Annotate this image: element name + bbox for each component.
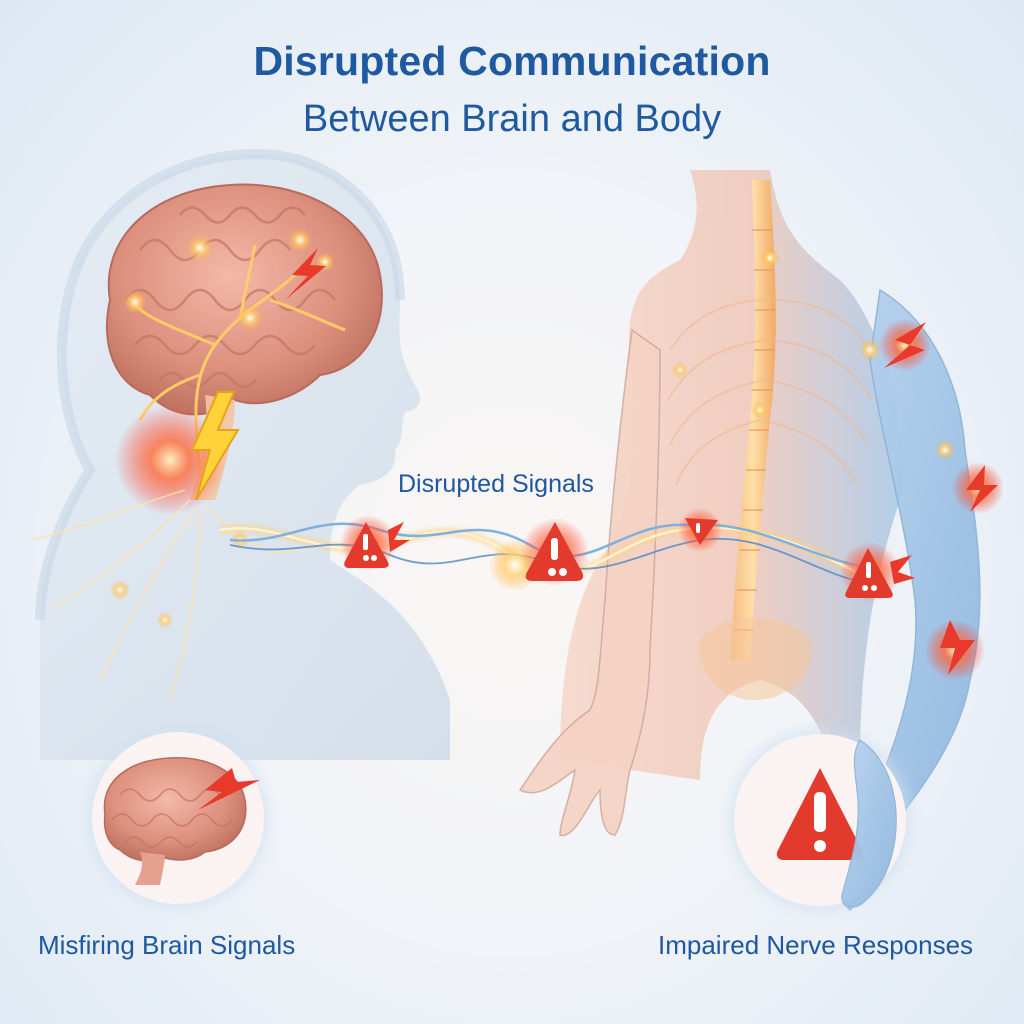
disrupted-signals-label: Disrupted Signals: [398, 470, 594, 498]
nerve-badge: [728, 728, 912, 912]
lightning-icon: [940, 620, 975, 675]
warning-marker: [840, 542, 915, 602]
lightning-bolt-icon: [190, 391, 240, 501]
page-subtitle: Between Brain and Body: [302, 98, 722, 140]
impaired-nerve-responses-label: Impaired Nerve Responses: [658, 930, 974, 960]
warning-marker: [678, 508, 722, 552]
warning-marker: [521, 518, 589, 586]
nerve-branches-left: [29, 489, 301, 701]
arm-lightning-markers: [879, 319, 1004, 680]
brain-badge: [86, 726, 270, 910]
signal-burst: [115, 405, 225, 515]
warning-marker: [340, 515, 410, 571]
lightning-icon: [966, 465, 998, 512]
lightning-icon: [285, 248, 326, 300]
warning-triangle-icon: [776, 768, 864, 860]
page-title: Disrupted Communication: [253, 38, 771, 84]
brain-with-lightning-icon: [103, 757, 260, 885]
lightning-icon: [884, 322, 926, 368]
misfiring-brain-signals-label: Misfiring Brain Signals: [38, 930, 296, 960]
